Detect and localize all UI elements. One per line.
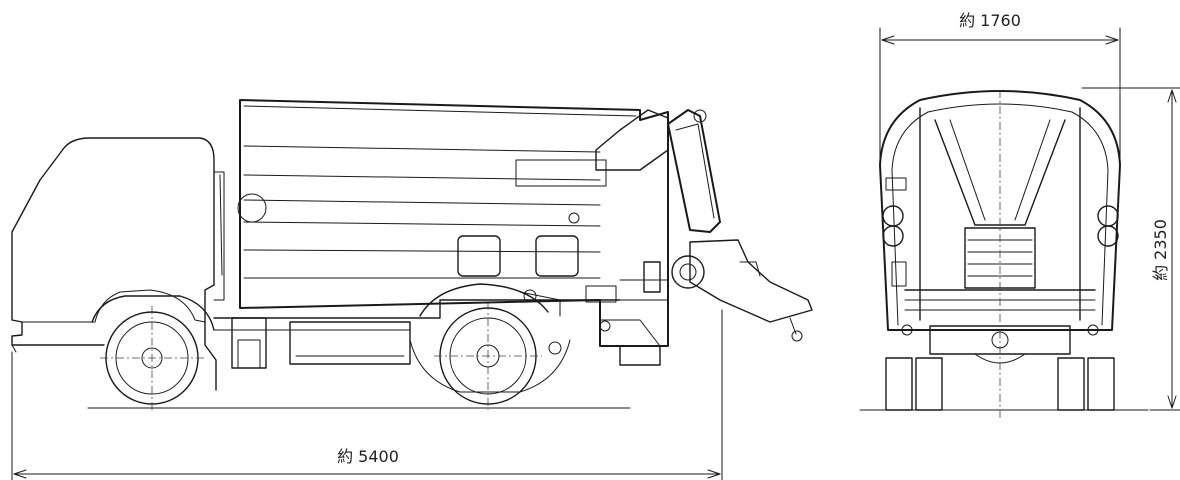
length-label: 約 5400 [337,447,399,466]
tail-lights [882,205,1119,247]
side-view: 約 5400 [11,99,813,480]
width-dimension [879,27,1121,161]
rear-wheel [419,283,549,410]
rear-loader [643,109,813,342]
garbage-body [237,99,669,366]
height-label: 約 2350 [1151,219,1170,281]
chassis [213,299,621,393]
cab [11,137,225,391]
length-dimension [11,309,723,480]
front-wheel [91,295,215,410]
rear-view: 約 1760 約 2350 [859,11,1180,420]
height-dimension [1081,87,1180,411]
width-label: 約 1760 [959,11,1021,30]
